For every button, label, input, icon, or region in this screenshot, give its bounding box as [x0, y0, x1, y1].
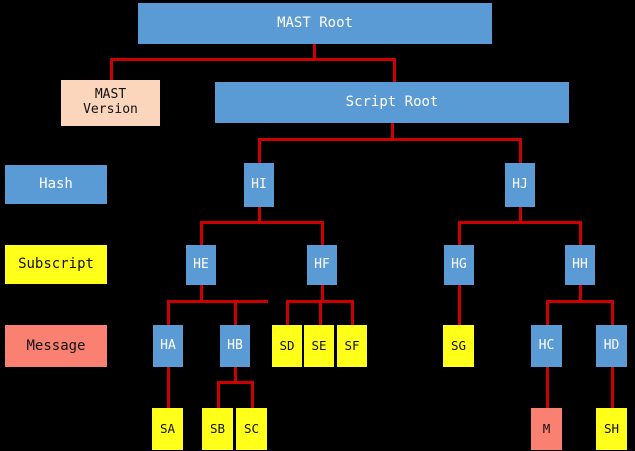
edge-to-he — [200, 221, 203, 246]
edge-to-hc — [546, 300, 549, 326]
edge-to-mastversion — [110, 58, 113, 82]
edge-to-sd — [286, 300, 289, 326]
edge-hj-stem — [519, 206, 522, 223]
node-mast-version: MAST Version — [61, 80, 160, 126]
mast-version-line-1: MAST — [94, 87, 127, 103]
node-hh: HH — [565, 245, 595, 285]
edge-to-sb — [217, 381, 220, 409]
edge-hj-bus — [458, 221, 582, 224]
node-hi: HI — [244, 163, 274, 207]
edge-he-bus — [167, 300, 268, 303]
edge-to-hj — [519, 138, 522, 164]
edge-to-hf — [321, 221, 324, 246]
edge-scriptroot-bus — [258, 138, 522, 141]
node-he: HE — [186, 245, 216, 285]
edge-to-sh — [611, 366, 614, 409]
node-hg: HG — [444, 245, 474, 285]
edge-to-hg — [458, 221, 461, 246]
edge-to-hh — [579, 221, 582, 246]
edge-mastroot-bus — [110, 58, 396, 61]
edge-to-hb — [234, 300, 237, 326]
edge-to-sf — [351, 300, 354, 326]
edge-hb-stem — [234, 366, 237, 383]
edge-he-stem — [200, 284, 203, 302]
edge-hf-stem — [321, 284, 324, 302]
edge-hb-bus — [217, 381, 253, 384]
node-hc: HC — [531, 325, 562, 367]
node-sg: SG — [443, 325, 474, 367]
node-hj: HJ — [505, 163, 535, 207]
legend-message: Message — [5, 325, 107, 367]
node-hb: HB — [220, 325, 250, 367]
edge-hi-bus — [200, 221, 324, 224]
edge-to-sc — [251, 381, 254, 409]
edge-to-sg — [458, 284, 461, 326]
node-sd: SD — [272, 325, 302, 367]
node-sb: SB — [202, 408, 233, 450]
edge-to-m — [546, 366, 549, 409]
mast-version-line-2: Version — [83, 102, 138, 117]
edge-to-ha — [167, 300, 170, 326]
edge-to-hd — [611, 300, 614, 326]
edge-to-scriptroot — [393, 58, 396, 84]
edge-hi-stem — [258, 206, 261, 223]
edge-hh-stem — [579, 284, 582, 302]
node-m: M — [531, 408, 562, 450]
node-sf: SF — [337, 325, 367, 367]
node-ha: HA — [153, 325, 183, 367]
legend-subscript: Subscript — [5, 245, 107, 284]
edge-to-sa — [167, 366, 170, 409]
node-se: SE — [304, 325, 334, 367]
node-hf: HF — [307, 245, 337, 285]
edge-hh-bus — [546, 300, 614, 303]
node-sa: SA — [152, 408, 183, 450]
edge-mastroot-stem — [313, 44, 316, 60]
node-sc: SC — [236, 408, 267, 450]
node-hd: HD — [596, 325, 627, 367]
legend-hash: Hash — [5, 165, 107, 204]
node-sh: SH — [596, 408, 627, 450]
node-script-root: Script Root — [215, 82, 569, 123]
edge-scriptroot-stem — [391, 122, 394, 140]
edge-to-se — [319, 300, 322, 326]
edge-to-hi — [258, 138, 261, 164]
node-mast-root: MAST Root — [138, 3, 492, 44]
